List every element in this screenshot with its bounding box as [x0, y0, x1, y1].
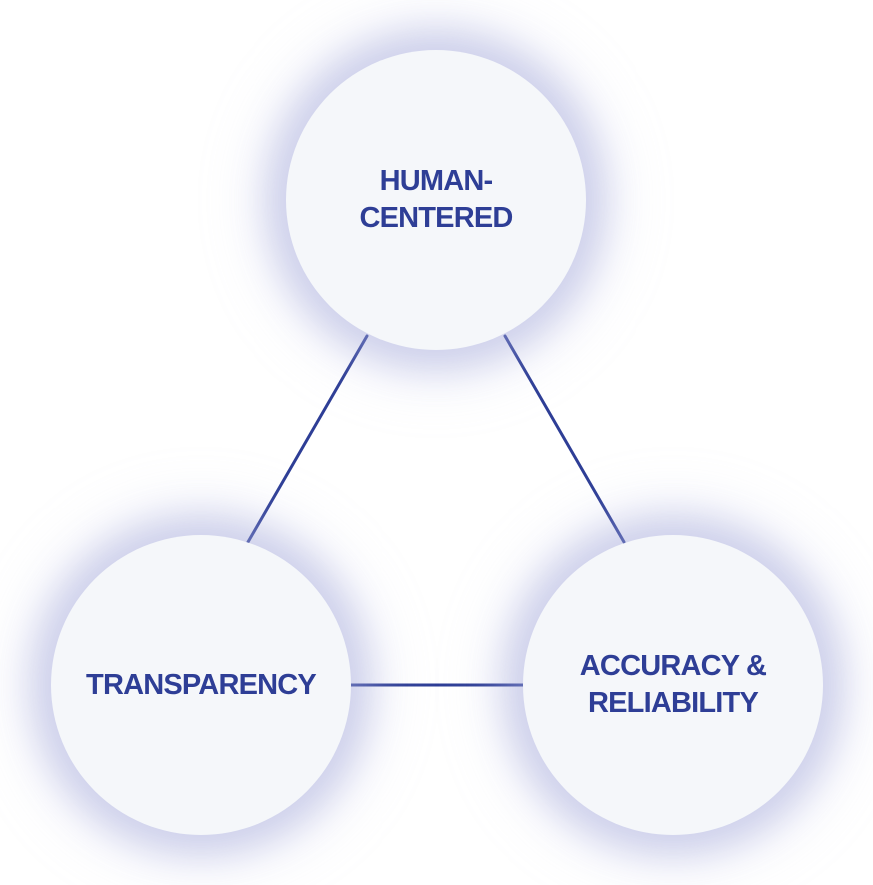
node-label: HUMAN- CENTERED — [359, 165, 513, 234]
node-transparency: TRANSPARENCY — [51, 535, 351, 835]
edge-top-right — [503, 334, 626, 544]
node-label: ACCURACY & RELIABILITY — [579, 650, 767, 719]
node-human-centered: HUMAN- CENTERED — [286, 50, 586, 350]
node-label: TRANSPARENCY — [86, 668, 317, 701]
edge-top-left — [246, 334, 369, 544]
node-accuracy-reliability: ACCURACY & RELIABILITY — [523, 535, 823, 835]
